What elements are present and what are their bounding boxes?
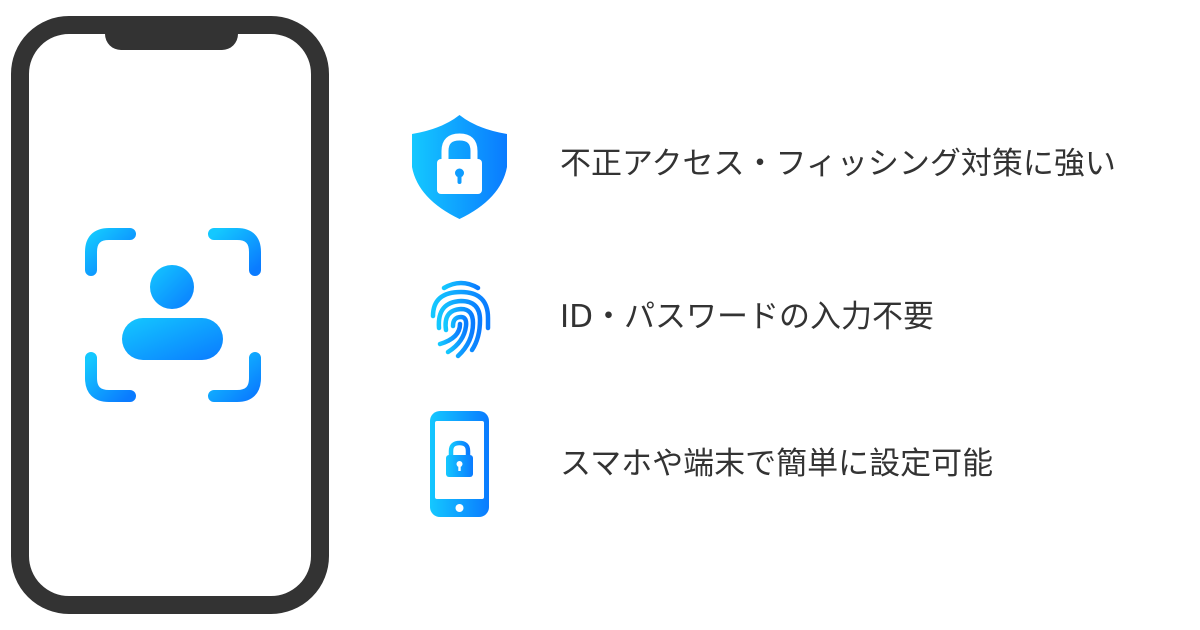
- feature-easy-setup: スマホや端末で簡単に設定可能: [560, 446, 994, 482]
- smartphone-lock-icon: [430, 411, 489, 517]
- phone-notch: [105, 16, 238, 50]
- phone-illustration: [11, 16, 329, 614]
- feature-phishing-resistant: 不正アクセス・フィッシング対策に強い: [560, 146, 1116, 182]
- shield-lock-icon: [412, 115, 507, 219]
- feature-no-password: ID・パスワードの入力不要: [560, 299, 935, 335]
- fingerprint-icon: [430, 280, 491, 359]
- face-id-icon: [85, 228, 261, 402]
